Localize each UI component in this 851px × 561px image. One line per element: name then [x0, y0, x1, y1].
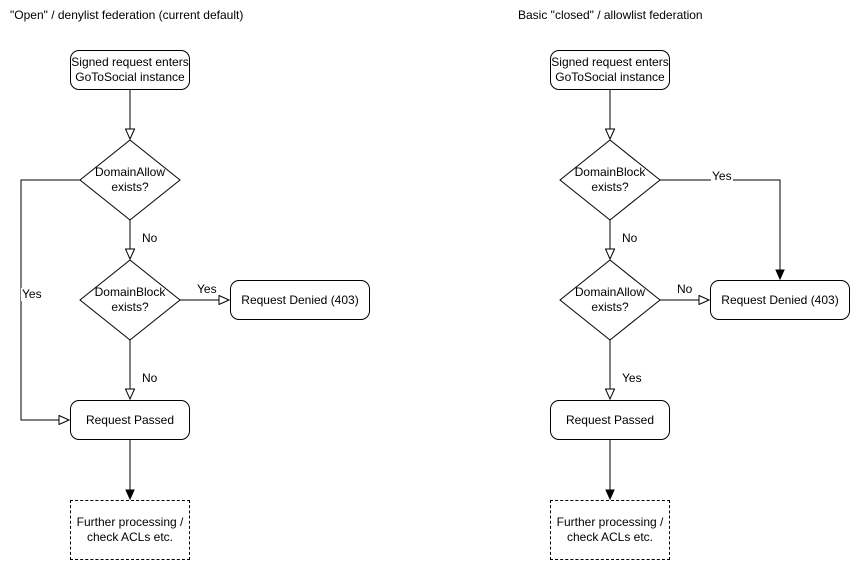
node-right-request-passed: Request Passed: [550, 400, 670, 440]
edge-label-left-allow-no: No: [141, 231, 159, 245]
edge-label-right-allow-yes: Yes: [621, 371, 643, 385]
decision-diamond-right-domainallow: [559, 259, 661, 341]
node-left-start: Signed request enters GoToSocial instanc…: [70, 50, 190, 90]
node-left-request-denied: Request Denied (403): [230, 280, 370, 320]
node-right-request-denied: Request Denied (403): [710, 280, 850, 320]
left-chart-title: "Open" / denylist federation (current de…: [10, 8, 244, 22]
decision-diamond-left-domainblock: [79, 259, 181, 341]
node-right-start: Signed request enters GoToSocial instanc…: [550, 50, 670, 90]
node-left-further-processing: Further processing / check ACLs etc.: [70, 500, 190, 560]
decision-diamond-left-domainallow: [79, 139, 181, 221]
node-right-further-processing: Further processing / check ACLs etc.: [550, 500, 670, 560]
node-left-request-passed: Request Passed: [70, 400, 190, 440]
edge-right-domainblock-yes-to-denied: [660, 179, 785, 281]
edge-label-right-allow-no: No: [676, 282, 694, 296]
edge-label-right-block-no: No: [621, 231, 639, 245]
edge-label-left-block-no: No: [141, 371, 159, 385]
right-chart-title: Basic "closed" / allowlist federation: [518, 8, 703, 22]
edge-label-right-block-yes: Yes: [711, 169, 733, 183]
edge-label-left-block-yes: Yes: [196, 282, 218, 296]
decision-diamond-right-domainblock: [559, 139, 661, 221]
edge-label-left-allow-yes: Yes: [21, 287, 43, 301]
